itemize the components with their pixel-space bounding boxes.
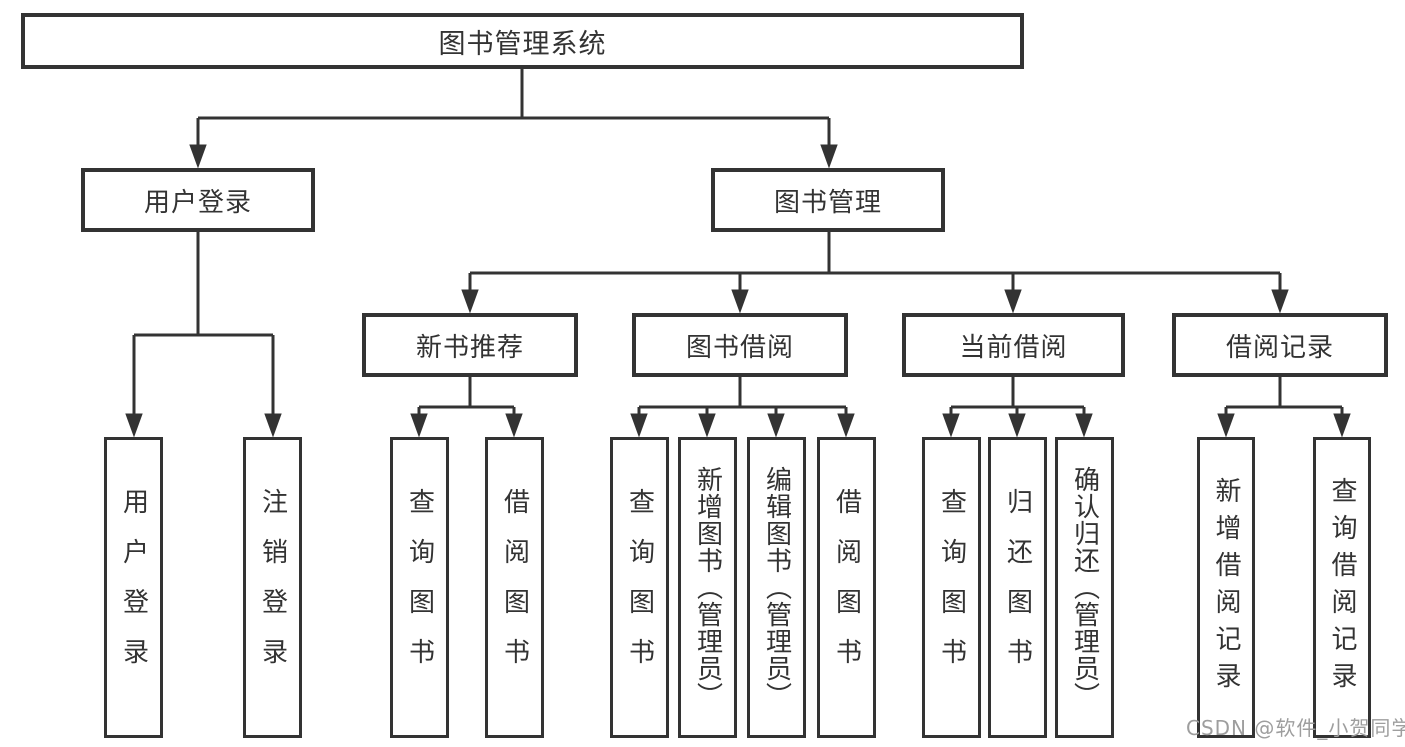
connector-records-group bbox=[1224, 377, 1344, 416]
arrowhead-icon bbox=[837, 413, 855, 438]
leaf-label: 归还图书 bbox=[1002, 487, 1033, 688]
leaf-add-borrow-record: 新增借阅记录 bbox=[1197, 437, 1255, 738]
arrowhead-icon bbox=[461, 289, 479, 314]
leaf-edit-books-admin: 编辑图书（管理员） bbox=[747, 437, 806, 738]
node-label: 新书推荐 bbox=[415, 332, 524, 363]
leaf-borrow-books: 借阅图书 bbox=[817, 437, 876, 738]
connector-book-group bbox=[468, 232, 1282, 292]
leaf-query-books-recommend: 查询图书 bbox=[390, 437, 449, 738]
arrowhead-icon bbox=[125, 413, 143, 438]
leaf-query-books-borrow: 查询图书 bbox=[610, 437, 669, 738]
arrowhead-icon bbox=[731, 289, 749, 314]
node-label: 图书管理系统 bbox=[438, 28, 607, 60]
leaf-label: 新增图书（管理员） bbox=[692, 466, 723, 709]
leaf-label: 查询借阅记录 bbox=[1327, 476, 1357, 699]
node-book-borrow: 图书借阅 bbox=[632, 313, 848, 377]
arrowhead-icon bbox=[1004, 289, 1022, 314]
leaf-label: 确认归还（管理员） bbox=[1069, 466, 1100, 709]
leaf-user-login: 用户登录 bbox=[104, 437, 163, 738]
arrowhead-icon bbox=[630, 413, 648, 438]
leaf-label: 注销登录 bbox=[257, 487, 288, 688]
connector-user-group bbox=[132, 232, 275, 416]
leaf-label: 借阅图书 bbox=[499, 487, 530, 688]
leaf-label: 查询图书 bbox=[936, 487, 967, 688]
leaf-label: 查询图书 bbox=[404, 487, 435, 688]
arrowhead-icon bbox=[1008, 413, 1026, 438]
leaf-query-borrow-record: 查询借阅记录 bbox=[1313, 437, 1371, 738]
node-label: 用户登录 bbox=[143, 187, 252, 218]
leaf-label: 查询图书 bbox=[624, 487, 655, 688]
connector-root bbox=[196, 69, 831, 147]
arrowhead-icon bbox=[820, 144, 838, 169]
node-label: 图书借阅 bbox=[685, 332, 794, 363]
arrowhead-icon bbox=[1271, 289, 1289, 314]
arrowhead-icon bbox=[505, 413, 523, 438]
node-borrow-records: 借阅记录 bbox=[1172, 313, 1388, 377]
leaf-label: 借阅图书 bbox=[831, 487, 862, 688]
leaf-logout: 注销登录 bbox=[243, 437, 302, 738]
node-current-borrow: 当前借阅 bbox=[902, 313, 1125, 377]
leaf-label: 用户登录 bbox=[118, 487, 149, 688]
watermark: CSDN @软件_小贺同学 bbox=[1186, 716, 1405, 740]
arrowhead-icon bbox=[698, 413, 716, 438]
leaf-add-books-admin: 新增图书（管理员） bbox=[678, 437, 737, 738]
connector-borrow-group bbox=[637, 377, 848, 416]
leaf-return-books: 归还图书 bbox=[988, 437, 1047, 738]
node-book-management: 图书管理 bbox=[711, 168, 945, 232]
node-library-system-root: 图书管理系统 bbox=[21, 13, 1024, 69]
leaf-query-books-current: 查询图书 bbox=[922, 437, 981, 738]
arrowhead-icon bbox=[1217, 413, 1235, 438]
leaf-borrow-books-recommend: 借阅图书 bbox=[485, 437, 544, 738]
connector-current-group bbox=[949, 377, 1086, 416]
node-label: 当前借阅 bbox=[959, 332, 1068, 363]
arrowhead-icon bbox=[767, 413, 785, 438]
arrowhead-icon bbox=[1333, 413, 1351, 438]
node-label: 借阅记录 bbox=[1225, 332, 1334, 363]
leaf-label: 新增借阅记录 bbox=[1211, 476, 1241, 699]
arrowhead-icon bbox=[1075, 413, 1093, 438]
connector-recommend-group bbox=[417, 377, 516, 416]
leaf-label: 编辑图书（管理员） bbox=[761, 466, 792, 709]
arrowhead-icon bbox=[189, 144, 207, 169]
node-user-login: 用户登录 bbox=[81, 168, 315, 232]
arrowhead-icon bbox=[410, 413, 428, 438]
node-new-book-recommend: 新书推荐 bbox=[362, 313, 578, 377]
arrowhead-icon bbox=[942, 413, 960, 438]
arrowhead-icon bbox=[264, 413, 282, 438]
leaf-confirm-return-admin: 确认归还（管理员） bbox=[1055, 437, 1114, 738]
node-label: 图书管理 bbox=[773, 187, 882, 218]
